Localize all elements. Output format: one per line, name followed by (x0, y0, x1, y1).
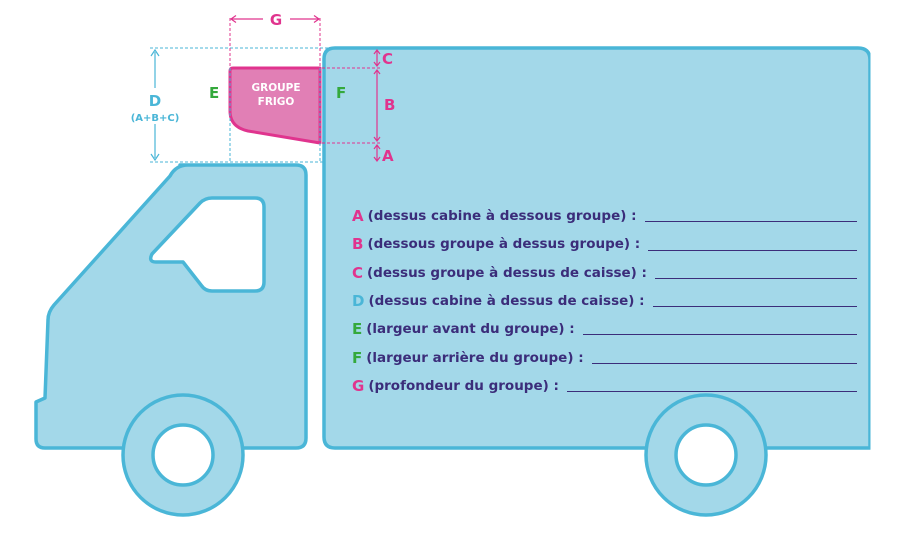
dimension-g-label: G (270, 11, 282, 29)
legend-letter: E (352, 320, 363, 339)
dimension-c-label: C (382, 50, 393, 68)
dimension-f-label: F (336, 84, 346, 102)
guide-lines-cyan (150, 47, 378, 163)
answer-line (644, 221, 857, 223)
dimension-e-label: E (209, 84, 219, 102)
dimension-b-arrow (373, 69, 381, 142)
unit-label-line1: GROUPE (251, 82, 300, 94)
front-wheel (121, 393, 245, 517)
cargo-box (322, 46, 872, 450)
answer-line (652, 306, 857, 308)
dimension-c-arrow (373, 49, 381, 67)
answer-line (591, 362, 857, 364)
legend-row-f: F (largeur arrière du groupe) : (352, 343, 857, 371)
dimension-a-label: A (382, 147, 394, 165)
legend-letter: F (352, 348, 363, 367)
legend-text: (dessus cabine à dessus de caisse) : (368, 293, 645, 310)
legend-letter: B (352, 235, 364, 254)
answer-line (566, 391, 857, 393)
dimension-b-label: B (384, 96, 395, 114)
legend-text: (dessous groupe à dessus groupe) : (367, 236, 641, 253)
legend-letter: G (352, 376, 365, 395)
legend-text: (profondeur du groupe) : (368, 377, 559, 394)
measurement-legend: A (dessus cabine à dessous groupe) : B (… (352, 202, 857, 400)
dimension-d-label: D (149, 92, 161, 110)
legend-letter: D (352, 292, 365, 311)
legend-row-e: E (largeur avant du groupe) : (352, 315, 857, 343)
rear-wheel (644, 393, 768, 517)
legend-row-g: G (profondeur du groupe) : (352, 372, 857, 400)
answer-line (582, 334, 857, 336)
dimension-g-arrow (229, 15, 321, 23)
dimension-a-arrow (373, 144, 381, 162)
legend-letter: A (352, 207, 364, 226)
legend-letter: C (352, 263, 364, 282)
legend-text: (dessus groupe à dessus de caisse) : (367, 264, 647, 281)
answer-line (654, 277, 857, 279)
cab-window (148, 196, 266, 293)
dimension-d-arrow (150, 48, 160, 162)
legend-row-a: A (dessus cabine à dessous groupe) : (352, 202, 857, 230)
legend-row-b: B (dessous groupe à dessus groupe) : (352, 230, 857, 258)
guide-lines-magenta (229, 18, 380, 144)
legend-text: (dessus cabine à dessous groupe) : (367, 208, 637, 225)
legend-row-c: C (dessus groupe à dessus de caisse) : (352, 259, 857, 287)
unit-label-line2: FRIGO (258, 96, 295, 108)
refrigeration-unit (228, 66, 322, 145)
answer-line (648, 249, 857, 251)
legend-text: (largeur avant du groupe) : (366, 321, 575, 338)
legend-text: (largeur arrière du groupe) : (366, 349, 584, 366)
legend-row-d: D (dessus cabine à dessus de caisse) : (352, 287, 857, 315)
dimension-d-formula: (A+B+C) (131, 113, 180, 124)
